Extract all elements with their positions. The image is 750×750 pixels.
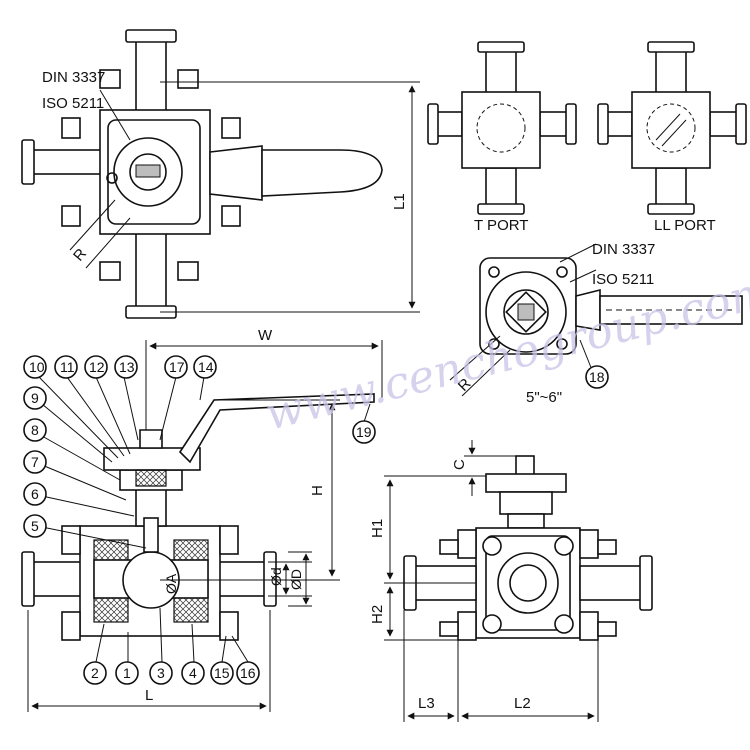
callout-14: 14 (198, 359, 214, 375)
callout-7: 7 (31, 454, 39, 470)
callout-6: 6 (31, 486, 39, 502)
dim-d-large: ØD (288, 569, 304, 590)
dim-h2: H2 (369, 605, 386, 624)
dim-d-small: Ød (268, 567, 284, 586)
angle-label: 5"~6" (526, 389, 562, 406)
iso-label-top: ISO 5211 (42, 95, 104, 112)
dim-l: L (145, 687, 153, 704)
callout-1: 1 (123, 665, 131, 681)
section-view (21, 340, 383, 712)
front-view (384, 440, 653, 722)
dim-h: H (309, 485, 326, 496)
dim-c: C (451, 459, 468, 470)
dim-a: ØA (163, 573, 179, 594)
callout-18: 18 (589, 369, 605, 385)
ll-port-view (597, 41, 747, 215)
callout-17: 17 (169, 359, 185, 375)
dim-h1: H1 (369, 519, 386, 538)
callout-5: 5 (31, 518, 39, 534)
dim-l2: L2 (514, 695, 531, 712)
callout-19: 19 (356, 424, 372, 440)
iso-label-detail: ISO 5211 (592, 271, 654, 288)
callout-16: 16 (240, 665, 256, 681)
mounting-pad-detail (449, 243, 743, 397)
callout-bubbles (23, 355, 609, 685)
t-port-view (427, 41, 577, 215)
callout-10: 10 (29, 359, 45, 375)
callout-13: 13 (119, 359, 135, 375)
dim-l1: L1 (391, 193, 408, 210)
callout-8: 8 (31, 422, 39, 438)
callout-2: 2 (91, 665, 99, 681)
din-label-top: DIN 3337 (42, 69, 105, 86)
callout-11: 11 (60, 359, 75, 375)
top-view-4way (21, 29, 420, 319)
callout-15: 15 (214, 665, 230, 681)
callout-3: 3 (157, 665, 165, 681)
t-port-label: T PORT (474, 217, 528, 234)
callout-4: 4 (189, 665, 197, 681)
din-label-detail: DIN 3337 (592, 241, 655, 258)
dim-l3: L3 (418, 695, 435, 712)
dim-w: W (258, 327, 273, 344)
callout-9: 9 (31, 390, 39, 406)
dim-r-top: R (70, 245, 90, 264)
ll-port-label: LL PORT (654, 217, 716, 234)
callout-12: 12 (89, 359, 105, 375)
